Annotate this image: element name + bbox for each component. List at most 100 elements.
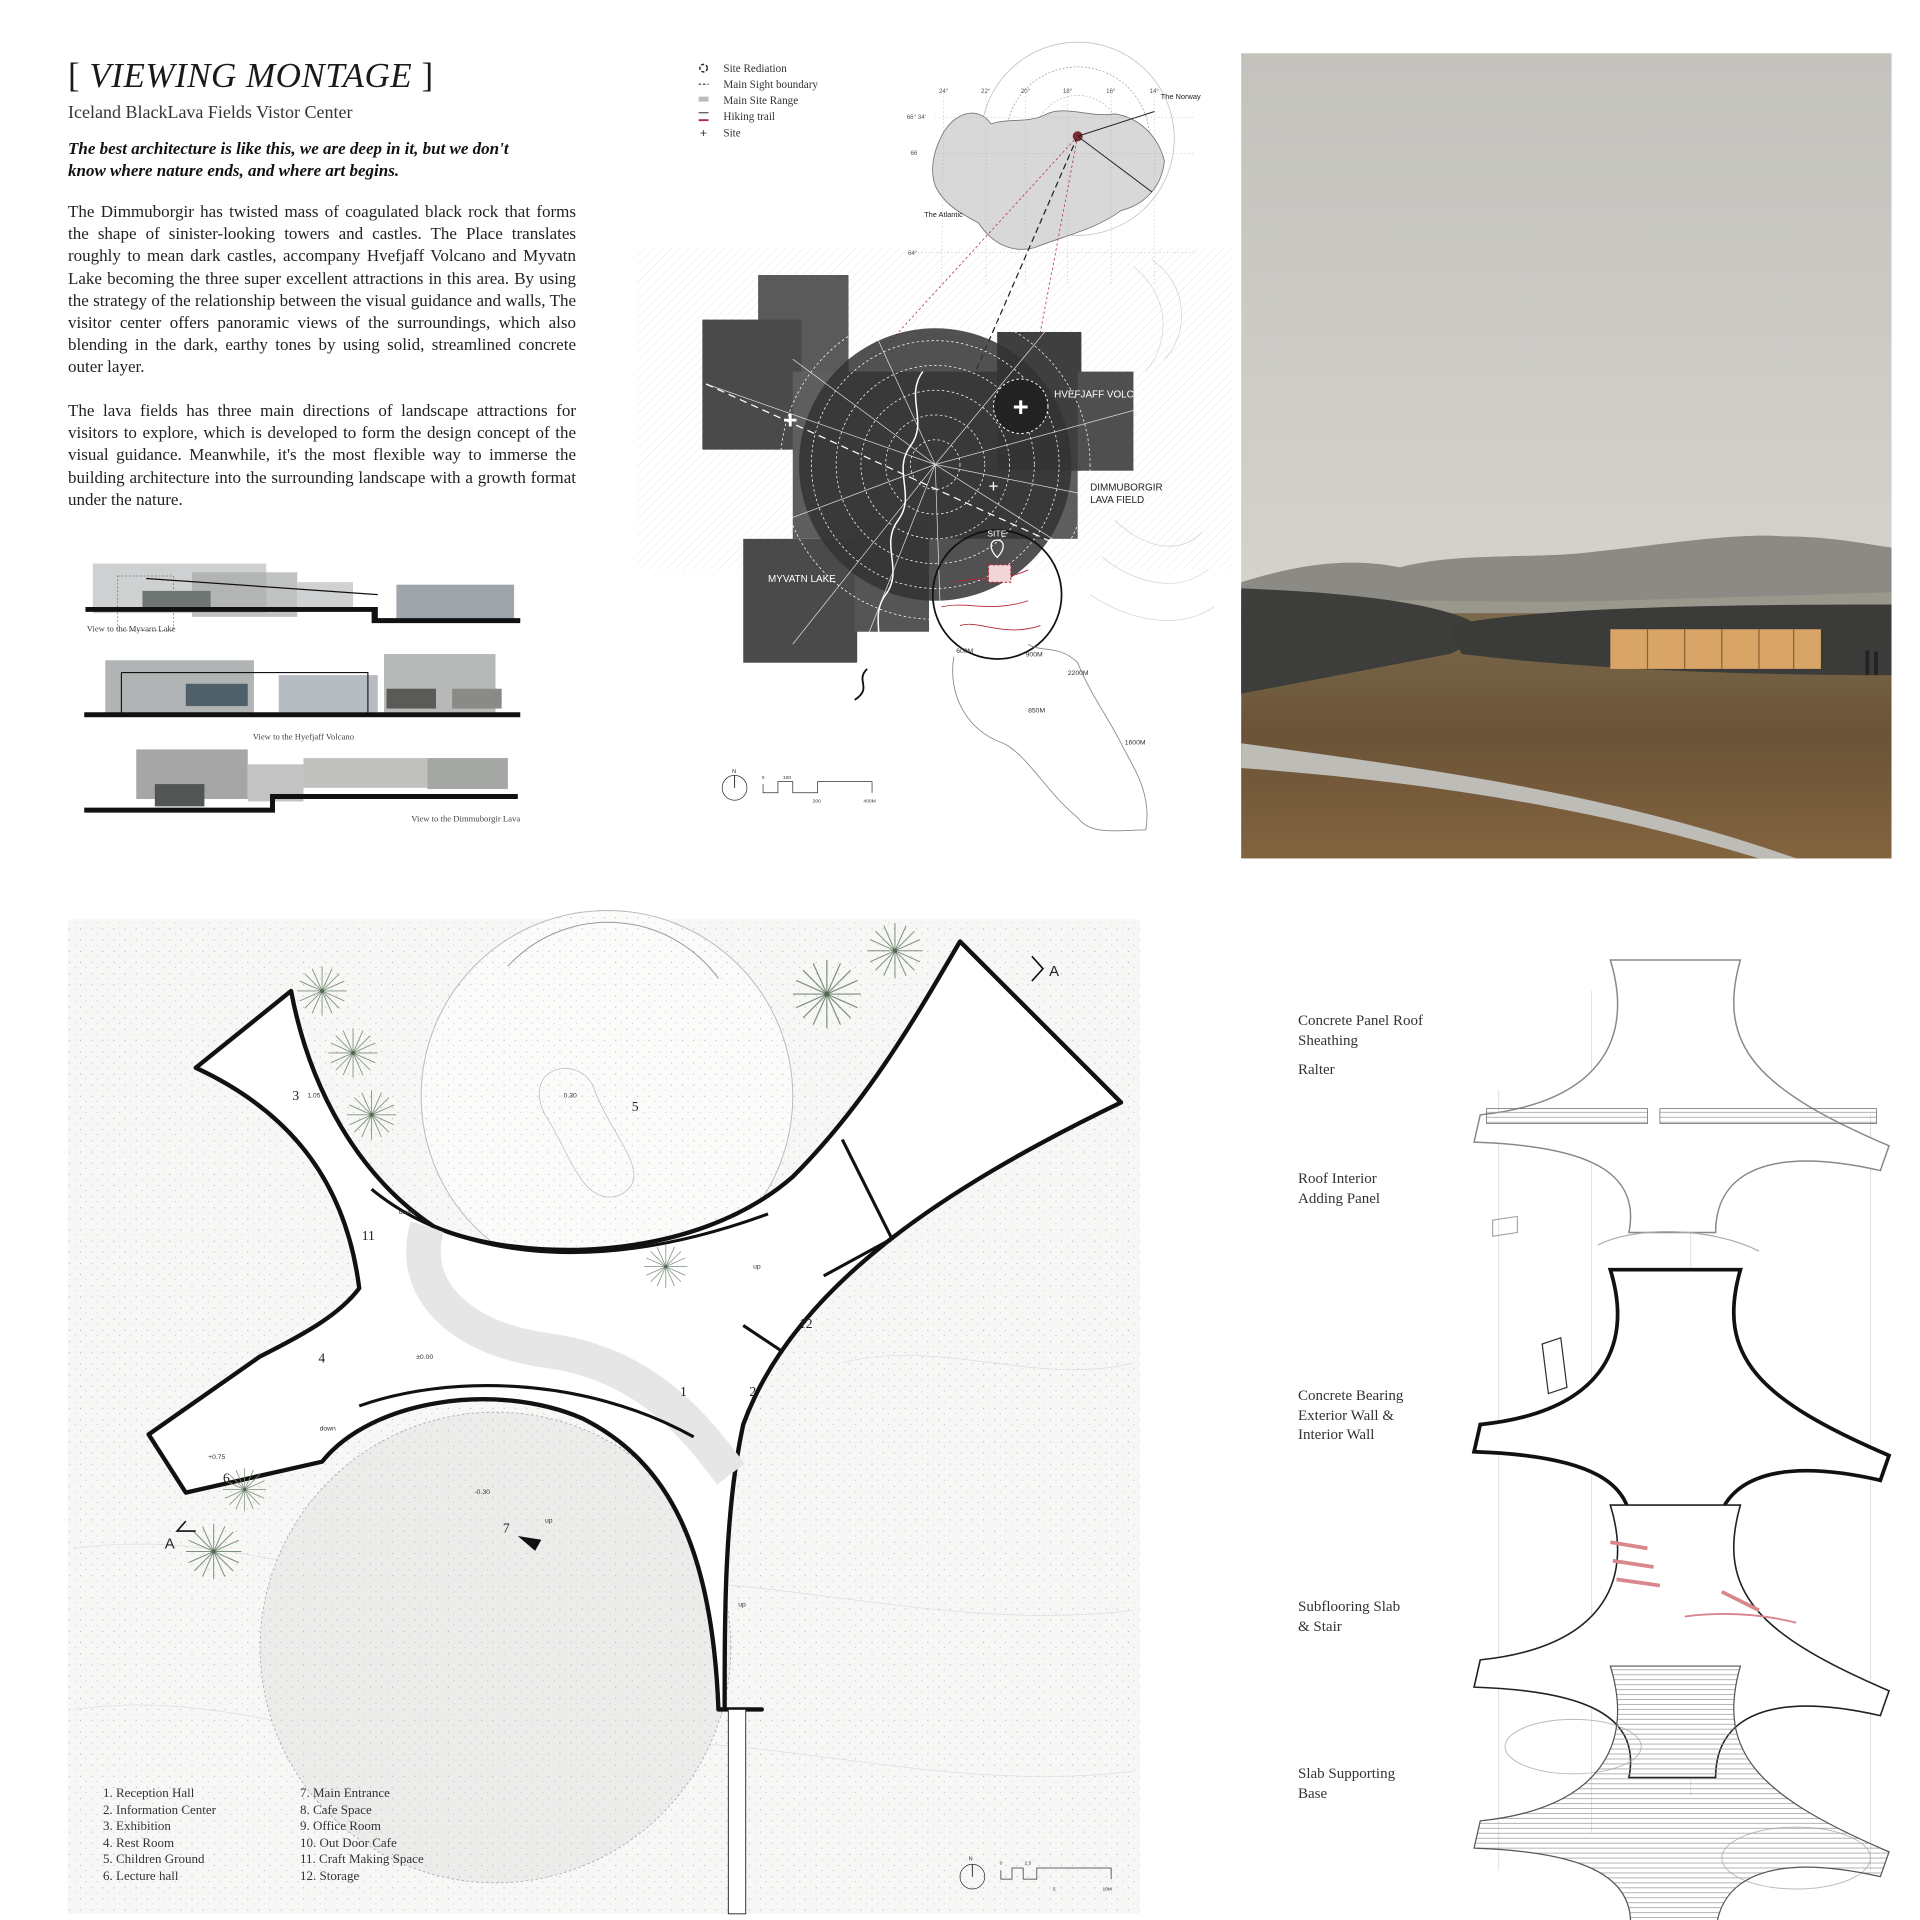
montage-photo <box>278 675 378 713</box>
map-scale-bar: N 0 100 200 400M <box>721 769 876 805</box>
entrance-arrow-icon <box>517 1536 542 1551</box>
montage-photo <box>427 758 508 790</box>
montage-photo <box>386 688 437 709</box>
roof-sheathing-layer <box>1473 959 1890 1234</box>
view-frame <box>117 575 174 631</box>
sandbox <box>538 1068 635 1198</box>
level-mark: ±0.00 <box>416 1354 433 1361</box>
volcano-plus-icon: + <box>1013 391 1029 422</box>
scale-ticks: 0 100 200 400M <box>762 775 876 805</box>
radiation-lines <box>705 315 1153 670</box>
plan-scale-bar: N 0 2.5 5 10M <box>959 1857 1112 1892</box>
legend-label: Hiking trail <box>723 111 775 123</box>
scale-tick: 200 <box>813 799 821 805</box>
iceland-map <box>932 110 1165 250</box>
legend-item: 6. Lecture hall <box>103 1867 179 1883</box>
quote-line: know where nature ends, and where art be… <box>68 161 400 180</box>
section-ground <box>85 606 521 624</box>
degree-labels: 24° 22° 20° 18° 16° 14° 66° 34' 66 64° <box>907 88 1160 257</box>
section-myvatn-lake <box>85 563 521 631</box>
section-enclosure <box>120 672 369 715</box>
children-ground-texture <box>421 910 793 1283</box>
exterior-render-photo <box>1241 53 1892 859</box>
river-end <box>854 668 868 701</box>
scale-ticks: 0 2.5 5 10M <box>1000 1860 1112 1892</box>
montage-photo <box>154 784 205 807</box>
description-paragraph: The Dimmuborgir has twisted mass of coag… <box>68 202 576 377</box>
label-line: Subflooring Slab <box>1298 1599 1401 1615</box>
aerial-collage: + + + <box>702 259 1215 832</box>
map-legend: Site Rediation Main Sight boundary Main … <box>698 63 818 140</box>
roof-interior-layer <box>1492 1215 1760 1252</box>
scale-tick: 0 <box>1000 1860 1003 1866</box>
label-line: Interior Wall <box>1298 1427 1375 1443</box>
legend-item: 1. Reception Hall <box>103 1785 195 1800</box>
legend-label: Site Rediation <box>723 63 787 75</box>
degree-label: 18° <box>1063 88 1073 95</box>
entrance-ramp <box>727 1708 747 1915</box>
quote-line: The best architecture is like this, we a… <box>68 139 509 158</box>
section-ground <box>84 794 518 813</box>
montage-photo <box>452 688 502 709</box>
plus-icon: + <box>700 126 707 140</box>
stair-block <box>1541 1336 1568 1395</box>
floor-plan: 1 2 3 4 5 6 7 11 12 1.05 0.30 ±0.00 +0.7… <box>68 909 1140 1915</box>
map-labels: HVEFJAFF VOLCANO MYVATN LAKE SITE <box>768 390 1156 586</box>
legend-item: 11. Craft Making Space <box>300 1851 424 1867</box>
aerial-tile <box>702 319 802 450</box>
section-ground <box>84 712 521 718</box>
label-line: Concrete Panel Roof <box>1298 1013 1423 1029</box>
label-line: Ralter <box>1298 1062 1335 1078</box>
quote: The best architecture is like this, we a… <box>68 138 588 182</box>
lava-field-label: DIMMUBORGIR <box>1090 483 1163 494</box>
volcano-label: HVEFJAFF VOLCANO <box>1054 390 1155 401</box>
radiation-rings <box>780 309 1091 620</box>
room-number: 6 <box>223 1471 230 1486</box>
label-line: Roof Interior <box>1298 1171 1377 1187</box>
contour-label: 600M <box>956 648 973 655</box>
stair-label: down <box>320 1426 336 1433</box>
title-text: VIEWING MONTAGE <box>89 56 413 95</box>
river <box>866 371 924 670</box>
degree-label: 16° <box>1106 88 1116 95</box>
plan-legend-left: 1. Reception Hall 2. Information Center … <box>103 1785 216 1885</box>
montage-photo <box>396 584 515 622</box>
contour-label: 1600M <box>1125 739 1146 746</box>
lake-label: MYVATN LAKE <box>768 574 836 585</box>
level-mark: +0.75 <box>208 1454 225 1461</box>
window-mullions <box>1646 629 1795 669</box>
label-line: Base <box>1298 1785 1328 1802</box>
aerial-tile <box>1077 371 1134 471</box>
tree-icon <box>328 1028 378 1078</box>
scale-tick: 5 <box>1053 1886 1056 1892</box>
room-number: 5 <box>632 1099 639 1114</box>
site-radiation-icon <box>699 63 709 73</box>
room-number: 4 <box>318 1351 325 1366</box>
label-line: Exterior Wall & <box>1298 1407 1394 1424</box>
site-pin-icon <box>990 539 1004 559</box>
level-mark: -0.30 <box>474 1489 490 1496</box>
tree-icon <box>792 960 861 1029</box>
sight-line <box>1077 135 1153 193</box>
legend-label: Main Site Range <box>723 95 798 107</box>
volcano-crater <box>992 378 1049 435</box>
ralter-hatch <box>1486 1108 1648 1124</box>
room-number: 1 <box>680 1384 687 1399</box>
seating-arc <box>507 921 719 979</box>
scale-bar <box>762 781 873 794</box>
label-line: Sheathing <box>1298 1032 1358 1049</box>
gray-block-icon <box>698 96 709 102</box>
section-marker-label: A <box>165 1536 175 1552</box>
legend-item: 3. Exhibition <box>103 1818 171 1834</box>
stair-label: up <box>545 1517 553 1524</box>
section-caption: View to the Dimmuborgir Lava <box>411 813 520 823</box>
legend-item: 5. Children Ground <box>103 1851 205 1867</box>
latitude-label: 64° <box>908 250 918 257</box>
room-numbers: 1 2 3 4 5 6 7 11 12 <box>223 1088 813 1535</box>
tree-icon <box>185 1523 242 1580</box>
site-map: 24° 22° 20° 18° 16° 14° 66° 34' 66 64° T… <box>637 41 1233 832</box>
legend-item: 2. Information Center <box>103 1801 216 1817</box>
lava-plus-icon: + <box>988 476 998 496</box>
